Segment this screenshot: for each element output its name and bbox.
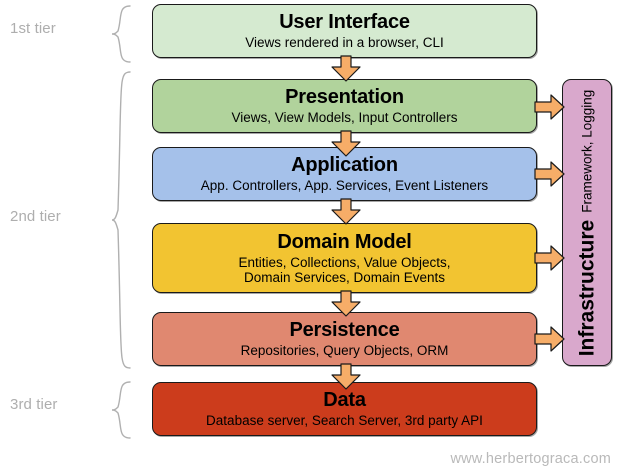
layer-box-domain-model[interactable]: Domain Model Entities, Collections, Valu… bbox=[152, 223, 537, 293]
watermark: www.herbertograca.com bbox=[450, 451, 611, 467]
flow-arrow-right-persistence-to-infrastructure bbox=[534, 326, 565, 352]
layer-subtitle-persistence: Repositories, Query Objects, ORM bbox=[240, 343, 449, 359]
layer-box-infrastructure[interactable]: Infrastructure Framework, Logging bbox=[562, 79, 612, 366]
brace-tier-1 bbox=[100, 4, 134, 64]
layer-subtitle-data: Database server, Search Server, 3rd part… bbox=[206, 413, 483, 429]
flow-arrow-down-persistence-to-data bbox=[330, 363, 362, 390]
tier-label-3rd: 3rd tier bbox=[10, 396, 58, 413]
layer-title-user-interface: User Interface bbox=[279, 11, 410, 34]
flow-arrow-down-domain-model-to-persistence bbox=[330, 290, 362, 317]
tier-label-2nd: 2nd tier bbox=[10, 208, 61, 225]
layer-subtitle2-domain-model: Domain Services, Domain Events bbox=[243, 270, 446, 285]
layer-title-data: Data bbox=[323, 389, 366, 412]
tier-label-1st: 1st tier bbox=[10, 20, 56, 37]
flow-arrow-right-presentation-to-infrastructure bbox=[534, 94, 565, 120]
flow-arrow-down-presentation-to-application bbox=[330, 130, 362, 157]
layer-subtitle-presentation: Views, View Models, Input Controllers bbox=[231, 110, 458, 126]
layer-subtitle-application: App. Controllers, App. Services, Event L… bbox=[200, 178, 489, 194]
flow-arrow-right-domain-model-to-infrastructure bbox=[534, 245, 565, 271]
layer-title-domain-model: Domain Model bbox=[277, 230, 412, 253]
layer-title-persistence: Persistence bbox=[289, 319, 400, 342]
flow-arrow-right-application-to-infrastructure bbox=[534, 161, 565, 187]
layer-subtitle-user-interface: Views rendered in a browser, CLI bbox=[245, 35, 444, 51]
flow-arrow-down-application-to-domain-model bbox=[330, 198, 362, 225]
layer-title-presentation: Presentation bbox=[285, 86, 404, 109]
brace-tier-3 bbox=[100, 380, 134, 440]
layer-subtitle-domain-model: Entities, Collections, Value Objects, bbox=[238, 254, 451, 270]
brace-tier-2 bbox=[100, 70, 134, 370]
layer-box-user-interface[interactable]: User Interface Views rendered in a brows… bbox=[152, 4, 537, 58]
layer-subtitle-infrastructure: Framework, Logging bbox=[579, 89, 594, 213]
flow-arrow-down-ui-to-presentation bbox=[330, 55, 362, 82]
layer-box-presentation[interactable]: Presentation Views, View Models, Input C… bbox=[152, 79, 537, 133]
layer-box-persistence[interactable]: Persistence Repositories, Query Objects,… bbox=[152, 312, 537, 366]
layer-title-infrastructure: Infrastructure bbox=[575, 219, 599, 356]
layer-box-data[interactable]: Data Database server, Search Server, 3rd… bbox=[152, 382, 537, 436]
layer-title-application: Application bbox=[291, 154, 398, 177]
layer-box-application[interactable]: Application App. Controllers, App. Servi… bbox=[152, 147, 537, 201]
